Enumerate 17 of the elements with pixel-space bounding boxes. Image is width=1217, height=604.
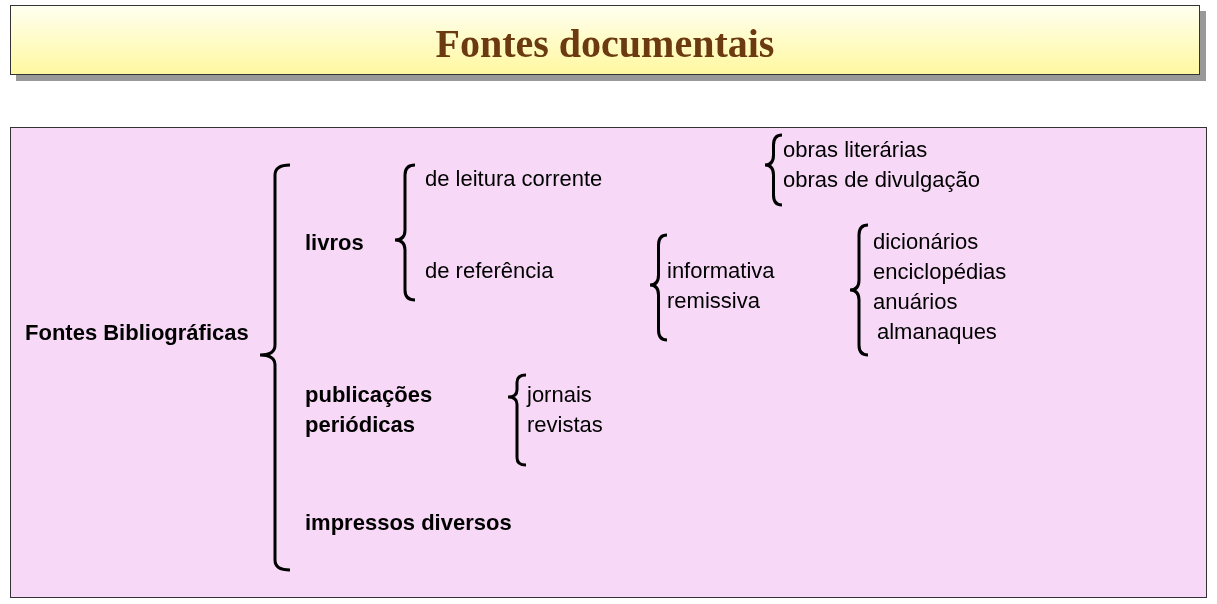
item-label: obras de divulgação [783,166,980,194]
item-label: anuários [873,288,958,316]
category-label: Fontes Bibliográficas [25,319,250,347]
category-label: impressos diversos [305,509,512,537]
title: Fontes documentais [434,20,776,67]
item-label: remissiva [667,287,760,315]
item-label: jornais [527,381,592,409]
item-label: obras literárias [783,136,928,164]
category-label: livros [305,229,364,257]
item-label: dicionários [873,228,979,256]
item-label: enciclopédias [873,258,1007,286]
item-label: almanaques [877,318,997,346]
item-label: de leitura corrente [425,165,603,193]
item-label: informativa [667,257,775,285]
item-label: de referência [425,257,554,285]
category-label: publicações periódicas [305,381,434,439]
item-label: revistas [527,411,603,439]
